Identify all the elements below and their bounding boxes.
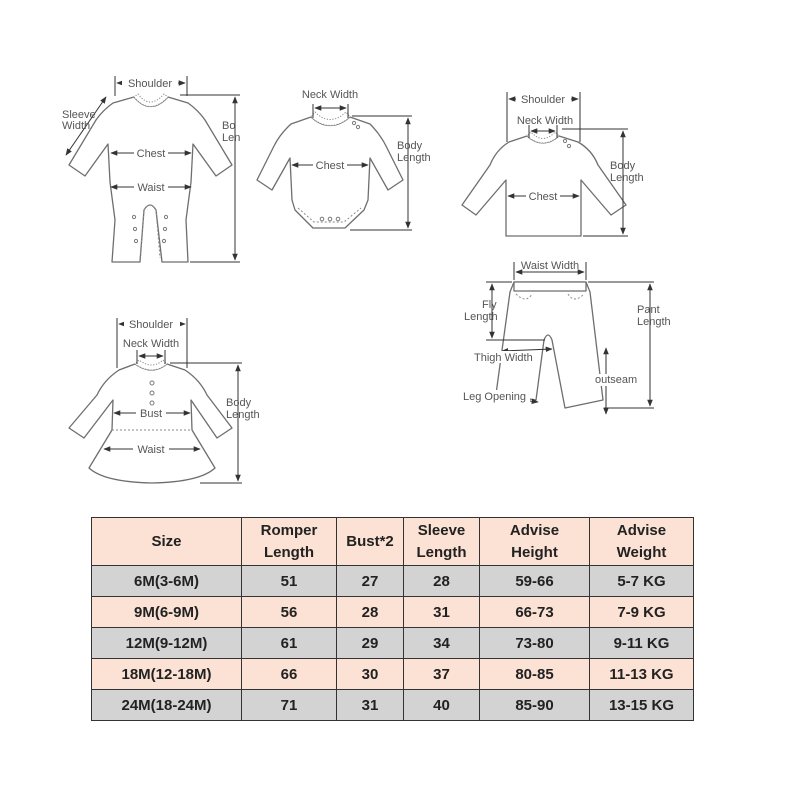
- cell-advise-height: 80-85: [479, 658, 590, 690]
- cell-sleeve-length: 28: [403, 565, 480, 597]
- pants-fly-length-label-1: Fly: [482, 299, 497, 311]
- pants-pant-length-label-2: Length: [637, 316, 671, 328]
- cell-size: 12M(9-12M): [91, 627, 242, 659]
- dress-buttons: [149, 380, 155, 406]
- cell-romper-length: 51: [241, 565, 337, 597]
- romper-shoulder-label: Shoulder: [128, 78, 172, 90]
- top-shoulder-label: Shoulder: [521, 94, 565, 106]
- cell-size: 6M(3-6M): [91, 565, 242, 597]
- dress-collar: [134, 359, 168, 371]
- cell-bust: 27: [336, 565, 404, 597]
- top-neck-width-label: Neck Width: [517, 115, 573, 127]
- romper-body-length-label-1: Bo: [222, 120, 235, 132]
- cell-advise-height: 59-66: [479, 565, 590, 597]
- pants-pant-length-label-1: Pant: [637, 304, 660, 316]
- cell-advise-weight: 7-9 KG: [589, 596, 694, 628]
- cell-bust: 29: [336, 627, 404, 659]
- cell-size: 9M(6-9M): [91, 596, 242, 628]
- pants-fly-length-label-2: Length: [464, 311, 498, 323]
- top-body-length-label-2: Length: [610, 172, 644, 184]
- cell-bust: 30: [336, 658, 404, 690]
- romper-diagram: Shoulder Sleeve Width Chest Waist Bo Len: [62, 76, 240, 263]
- bodysuit-leg-hem: [297, 207, 362, 223]
- cell-romper-length: 61: [241, 627, 337, 659]
- cell-sleeve-length: 34: [403, 627, 480, 659]
- bodysuit-neck-width-label: Neck Width: [302, 89, 358, 101]
- cell-sleeve-length: 40: [403, 689, 480, 721]
- table-row: 12M(9-12M) 61 29 34 73-80 9-11 KG: [91, 627, 694, 659]
- pants-waist-width-label: Waist Width: [521, 260, 579, 272]
- pants-pocket-seams: [515, 293, 585, 300]
- table-row: 6M(3-6M) 51 27 28 59-66 5-7 KG: [91, 565, 694, 597]
- bodysuit-chest-label: Chest: [316, 160, 345, 172]
- cell-size: 24M(18-24M): [91, 689, 242, 721]
- pants-diagram: Waist Width Fly Length Pant Length Thigh…: [462, 260, 671, 415]
- cell-bust: 31: [336, 689, 404, 721]
- pants-outseam-label: outseam: [595, 374, 637, 386]
- dress-body-length-label-2: Length: [226, 409, 260, 421]
- cell-advise-weight: 5-7 KG: [589, 565, 694, 597]
- top-outline: [461, 135, 627, 237]
- romper-crotch-seam: [139, 204, 161, 259]
- pants-leg-opening-label: Leg Opening: [463, 391, 526, 403]
- cell-advise-height: 73-80: [479, 627, 590, 659]
- romper-chest-label: Chest: [137, 148, 166, 160]
- top-collar: [526, 131, 560, 144]
- table-row: 18M(12-18M) 66 30 37 80-85 11-13 KG: [91, 658, 694, 690]
- bodysuit-body-length-label-1: Body: [397, 140, 423, 152]
- cell-romper-length: 66: [241, 658, 337, 690]
- bodysuit-snap-buttons: [319, 120, 361, 222]
- romper-waist-label: Waist: [137, 182, 164, 194]
- cell-advise-weight: 11-13 KG: [589, 658, 694, 690]
- dress-body-length-label-1: Body: [226, 397, 252, 409]
- dress-bust-label: Bust: [140, 408, 162, 420]
- romper-sleeve-label-2: Width: [62, 120, 90, 132]
- romper-collar: [133, 93, 169, 107]
- garment-diagrams: Shoulder Sleeve Width Chest Waist Bo Len: [62, 76, 671, 484]
- pants-thigh-width-label: Thigh Width: [474, 352, 533, 364]
- dress-shoulder-label: Shoulder: [129, 319, 173, 331]
- cell-sleeve-length: 31: [403, 596, 480, 628]
- romper-sleeve-label-1: Sleeve: [62, 109, 96, 121]
- top-shoulder-buttons: [562, 138, 572, 149]
- dress-outline: [68, 363, 233, 484]
- cell-size: 18M(12-18M): [91, 658, 242, 690]
- top-chest-label: Chest: [529, 191, 558, 203]
- cell-romper-length: 71: [241, 689, 337, 721]
- cell-romper-length: 56: [241, 596, 337, 628]
- top-body-length-label-1: Body: [610, 160, 636, 172]
- cell-bust: 28: [336, 596, 404, 628]
- table-row: 9M(6-9M) 56 28 31 66-73 7-9 KG: [91, 596, 694, 628]
- table-row: 24M(18-24M) 71 31 40 85-90 13-15 KG: [91, 689, 694, 721]
- romper-snap-buttons: [131, 214, 169, 244]
- header-bust: Bust*2: [336, 517, 404, 566]
- bodysuit-outline: [256, 116, 404, 229]
- cell-sleeve-length: 37: [403, 658, 480, 690]
- pants-waistband: [513, 281, 587, 292]
- romper-body-length-label-2: Len: [222, 132, 240, 144]
- romper-outline: [68, 96, 233, 263]
- cell-advise-height: 66-73: [479, 596, 590, 628]
- cell-advise-weight: 9-11 KG: [589, 627, 694, 659]
- pants-outline: [495, 281, 604, 409]
- bodysuit-body-length-label-2: Length: [397, 152, 431, 164]
- top-diagram: Shoulder Neck Width Chest Body Length: [461, 92, 644, 237]
- dress-waist-label: Waist: [137, 444, 164, 456]
- bodysuit-collar: [310, 111, 351, 126]
- cell-advise-weight: 13-15 KG: [589, 689, 694, 721]
- dress-diagram: Shoulder Neck Width Bust Waist Body Leng…: [68, 318, 260, 484]
- bodysuit-diagram: Neck Width Chest Body Length: [256, 89, 431, 231]
- header-size: Size: [91, 517, 242, 566]
- cell-advise-height: 85-90: [479, 689, 590, 721]
- dress-neck-width-label: Neck Width: [123, 338, 179, 350]
